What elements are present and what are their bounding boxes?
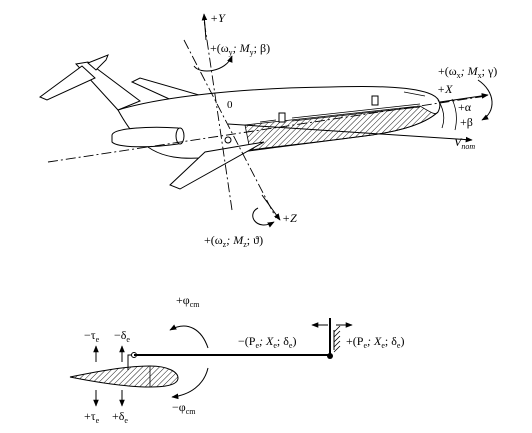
- roll-moment-label: +(ωx; Mx; γ): [438, 64, 497, 80]
- y-axis-arrow: [201, 13, 208, 41]
- y-axis-line: [203, 19, 233, 211]
- phi-plus-arc: [169, 324, 209, 349]
- phi-minus-label: −φcm: [172, 400, 196, 416]
- roll-rotation-arc: [477, 79, 493, 121]
- alpha-arc: [437, 99, 445, 129]
- pitch-rotation-arc: [252, 207, 275, 228]
- yaw-rotation-arc: [193, 55, 233, 72]
- z-axis-arrow: [261, 194, 281, 221]
- tau-plus-label: +τe: [84, 409, 100, 425]
- door-front: [371, 95, 379, 106]
- z-axis-label: +Z: [282, 211, 297, 225]
- ground-hatch: [333, 325, 341, 353]
- door: [278, 112, 286, 123]
- near-wing: [169, 141, 265, 190]
- force-minus-label: −(Pe; Xe; δe): [238, 334, 296, 350]
- x-axis-arrow: [439, 93, 489, 103]
- fuselage-hatch: [244, 105, 439, 151]
- aircraft: [39, 54, 441, 190]
- x-axis-line: [47, 95, 487, 163]
- y-axis-label: +Y: [210, 11, 226, 25]
- velocity-label: Vпот: [454, 135, 475, 151]
- horizontal-tail: [39, 65, 96, 101]
- window-row: [259, 103, 421, 123]
- delta-minus-label: −δe: [114, 328, 130, 344]
- beta-arc: [451, 98, 457, 131]
- engine: [111, 126, 183, 148]
- force-plus-label: +(Pe; Xe; δe): [346, 334, 404, 350]
- yaw-moment-label: +(ωy; My; β): [210, 41, 270, 57]
- delta-plus-label: +δe: [112, 409, 128, 425]
- pitch-moment-label: +(ωz; Mz; ϑ): [204, 233, 263, 249]
- airfoil: [69, 365, 179, 388]
- tau-minus-label: −τe: [84, 328, 100, 344]
- beta-label: +β: [460, 115, 473, 129]
- control-surface-diagram: [69, 318, 353, 407]
- z-axis-line: [183, 39, 277, 219]
- velocity-vector: [227, 123, 473, 143]
- phi-plus-label: +φcm: [176, 293, 200, 309]
- phi-minus-arc: [171, 367, 209, 400]
- origin-label: 0: [227, 99, 233, 111]
- body-axes: [47, 13, 493, 228]
- alpha-label: +α: [458, 100, 472, 114]
- horizontal-tail-right: [87, 54, 109, 71]
- x-axis-label: +X: [437, 82, 453, 96]
